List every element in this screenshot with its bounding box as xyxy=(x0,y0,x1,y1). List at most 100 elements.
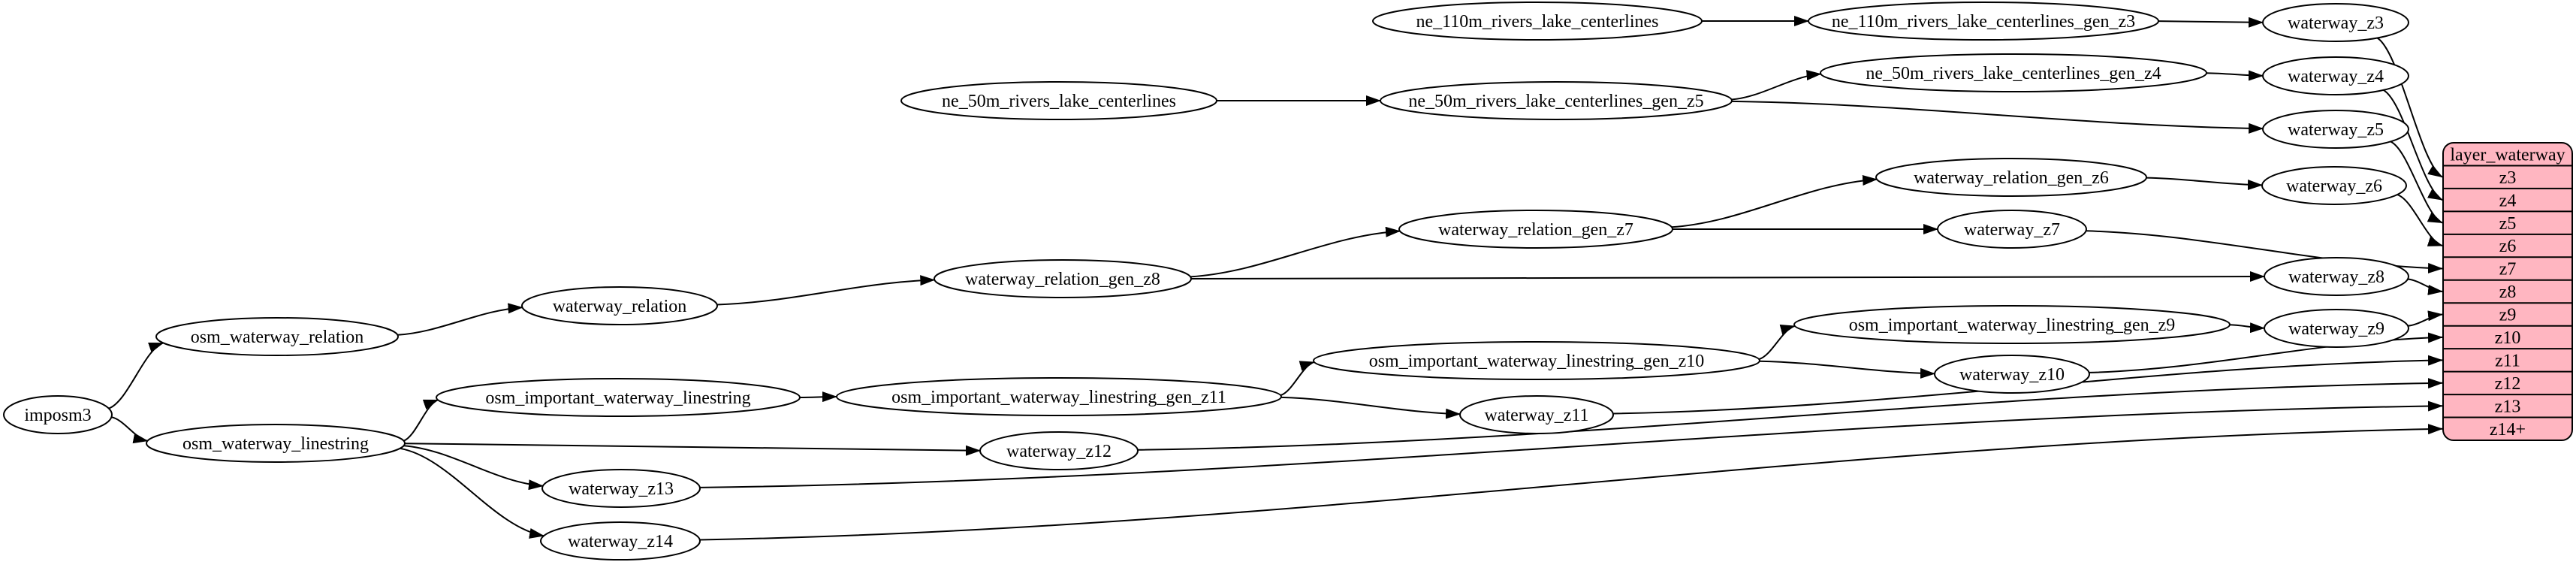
record-row-z4: z4 xyxy=(2499,191,2517,210)
node-label-waterway_z4: waterway_z4 xyxy=(2288,67,2384,86)
node-label-waterway_z7: waterway_z7 xyxy=(1964,220,2060,240)
record-row-z6: z6 xyxy=(2499,237,2517,256)
record-title: layer_waterway xyxy=(2450,145,2565,165)
node-osm_waterway_linestring: osm_waterway_linestring xyxy=(146,424,406,463)
edge-waterway_relation_gen_z8-to-waterway_z8 xyxy=(1190,271,2265,282)
edge-waterway_z12-to-layer_waterway-z12 xyxy=(1137,378,2443,451)
edge-waterway_relation_gen_z6-to-waterway_z6 xyxy=(2146,177,2263,191)
edge-osm_waterway_linestring-to-waterway_z13 xyxy=(403,445,544,491)
node-shape-waterway_z11 xyxy=(1459,395,1614,434)
node-label-waterway_relation: waterway_relation xyxy=(553,297,687,316)
node-label-waterway_z6: waterway_z6 xyxy=(2286,177,2382,196)
node-ne_50m_rivers_lake_centerlines: ne_50m_rivers_lake_centerlines xyxy=(900,81,1217,120)
edge-waterway_z3-to-layer_waterway-z3 xyxy=(2376,37,2443,178)
edge-osm_waterway_linestring-to-waterway_z14 xyxy=(400,447,544,539)
edge-layer xyxy=(108,16,2443,541)
node-osm_important_waterway_linestring_gen_z9: osm_important_waterway_linestring_gen_z9 xyxy=(1793,305,2231,344)
node-waterway_z9: waterway_z9 xyxy=(2264,309,2409,348)
record-row-z8: z8 xyxy=(2499,282,2517,302)
edge-waterway_z14-to-layer_waterway-z14+ xyxy=(699,424,2443,541)
edge-waterway_z13-to-layer_waterway-z13 xyxy=(699,400,2443,488)
node-ne_110m_rivers_lake_centerlines: ne_110m_rivers_lake_centerlines xyxy=(1372,2,1703,41)
node-waterway_relation_gen_z7: waterway_relation_gen_z7 xyxy=(1398,210,1673,249)
edge-waterway_relation_gen_z8-to-waterway_relation_gen_z7 xyxy=(1190,226,1401,278)
node-waterway_z13: waterway_z13 xyxy=(541,469,701,508)
edge-waterway_z9-to-layer_waterway-z9 xyxy=(2408,310,2443,327)
node-label-ne_50m_rivers_lake_centerlines_gen_z4: ne_50m_rivers_lake_centerlines_gen_z4 xyxy=(1866,64,2161,83)
edge-imposm3-to-osm_waterway_relation xyxy=(108,342,164,409)
node-osm_waterway_relation: osm_waterway_relation xyxy=(155,317,399,356)
edge-osm_important_waterway_linestring_gen_z9-to-waterway_z9 xyxy=(2229,322,2265,334)
node-waterway_relation: waterway_relation xyxy=(521,286,718,325)
node-label-waterway_z10: waterway_z10 xyxy=(1959,365,2065,385)
node-waterway_z7: waterway_z7 xyxy=(1937,210,2087,249)
record-row-z12: z12 xyxy=(2495,374,2521,394)
node-waterway_relation_gen_z8: waterway_relation_gen_z8 xyxy=(934,259,1192,298)
node-shape-waterway_z13 xyxy=(541,469,701,508)
node-shape-waterway_relation_gen_z6 xyxy=(1875,158,2147,197)
node-shape-waterway_relation_gen_z7 xyxy=(1398,210,1673,249)
node-waterway_z14: waterway_z14 xyxy=(540,521,701,560)
edge-osm_important_waterway_linestring_gen_z11-to-waterway_z11 xyxy=(1280,396,1461,419)
node-osm_important_waterway_linestring: osm_important_waterway_linestring xyxy=(436,378,801,417)
node-label-waterway_z13: waterway_z13 xyxy=(569,479,674,499)
edge-osm_waterway_linestring-to-waterway_z12 xyxy=(404,443,981,456)
edge-waterway_z4-to-layer_waterway-z4 xyxy=(2382,89,2443,201)
node-shape-osm_important_waterway_linestring xyxy=(436,378,801,417)
node-shape-waterway_relation_gen_z8 xyxy=(934,259,1192,298)
node-shape-waterway_z14 xyxy=(540,521,701,560)
node-waterway_z3: waterway_z3 xyxy=(2262,3,2409,42)
edge-waterway_z8-to-layer_waterway-z8 xyxy=(2407,278,2443,295)
node-label-waterway_relation_gen_z7: waterway_relation_gen_z7 xyxy=(1438,220,1633,240)
node-label-waterway_z3: waterway_z3 xyxy=(2288,14,2384,33)
edge-ne_50m_rivers_lake_centerlines_gen_z5-to-waterway_z5 xyxy=(1731,100,2264,134)
node-waterway_z11: waterway_z11 xyxy=(1459,395,1614,434)
node-shape-waterway_z12 xyxy=(979,431,1139,470)
edge-ne_50m_rivers_lake_centerlines_gen_z4-to-waterway_z4 xyxy=(2206,70,2264,81)
node-label-waterway_relation_gen_z6: waterway_relation_gen_z6 xyxy=(1914,168,2109,188)
node-osm_important_waterway_linestring_gen_z11: osm_important_waterway_linestring_gen_z1… xyxy=(836,377,1282,416)
node-label-waterway_relation_gen_z8: waterway_relation_gen_z8 xyxy=(965,270,1160,289)
node-shape-ne_50m_rivers_lake_centerlines xyxy=(900,81,1217,120)
node-ne_50m_rivers_lake_centerlines_gen_z4: ne_50m_rivers_lake_centerlines_gen_z4 xyxy=(1820,53,2207,92)
node-shape-waterway_z3 xyxy=(2262,3,2409,42)
node-label-ne_50m_rivers_lake_centerlines_gen_z5: ne_50m_rivers_lake_centerlines_gen_z5 xyxy=(1408,92,1703,111)
node-shape-osm_important_waterway_linestring_gen_z9 xyxy=(1793,305,2231,344)
record-row-z13: z13 xyxy=(2495,397,2521,416)
edge-osm_waterway_relation-to-waterway_relation xyxy=(397,303,523,336)
node-shape-ne_50m_rivers_lake_centerlines_gen_z4 xyxy=(1820,53,2207,92)
node-waterway_z5: waterway_z5 xyxy=(2262,110,2409,149)
node-ne_50m_rivers_lake_centerlines_gen_z5: ne_50m_rivers_lake_centerlines_gen_z5 xyxy=(1380,81,1733,120)
record-row-z9: z9 xyxy=(2499,306,2517,325)
node-label-waterway_z5: waterway_z5 xyxy=(2288,120,2384,140)
node-label-waterway_z9: waterway_z9 xyxy=(2288,319,2384,339)
node-shape-osm_important_waterway_linestring_gen_z10 xyxy=(1313,341,1760,380)
node-label-waterway_z12: waterway_z12 xyxy=(1006,442,1112,461)
node-layer: imposm3osm_waterway_relationosm_waterway… xyxy=(3,2,2409,560)
node-shape-waterway_relation xyxy=(521,286,718,325)
node-ne_110m_rivers_lake_centerlines_gen_z3: ne_110m_rivers_lake_centerlines_gen_z3 xyxy=(1808,2,2159,41)
record-row-z7: z7 xyxy=(2499,260,2517,279)
edge-imposm3-to-osm_waterway_linestring xyxy=(111,416,149,444)
node-label-osm_important_waterway_linestring: osm_important_waterway_linestring xyxy=(485,388,750,408)
node-shape-waterway_z4 xyxy=(2262,56,2409,95)
edge-osm_important_waterway_linestring_gen_z10-to-osm_important_waterway_linestring_gen_z9 xyxy=(1758,325,1796,361)
node-shape-osm_waterway_linestring xyxy=(146,424,406,463)
record-layer_waterway: layer_waterwayz3z4z5z6z7z8z9z10z11z12z13… xyxy=(2442,142,2573,441)
node-shape-imposm3 xyxy=(3,395,113,434)
node-waterway_z12: waterway_z12 xyxy=(979,431,1139,470)
node-osm_important_waterway_linestring_gen_z10: osm_important_waterway_linestring_gen_z1… xyxy=(1313,341,1760,380)
record-row-z14+: z14+ xyxy=(2490,420,2526,440)
node-shape-waterway_z6 xyxy=(2261,166,2407,205)
record-shape xyxy=(2442,142,2573,441)
node-label-waterway_z11: waterway_z11 xyxy=(1484,406,1588,425)
node-waterway_z10: waterway_z10 xyxy=(1934,355,2090,394)
node-label-osm_important_waterway_linestring_gen_z11: osm_important_waterway_linestring_gen_z1… xyxy=(891,388,1226,407)
edge-ne_110m_rivers_lake_centerlines_gen_z3-to-waterway_z3 xyxy=(2158,17,2264,28)
node-label-ne_50m_rivers_lake_centerlines: ne_50m_rivers_lake_centerlines xyxy=(942,92,1176,111)
node-shape-waterway_z10 xyxy=(1934,355,2090,394)
node-shape-osm_waterway_relation xyxy=(155,317,399,356)
edge-waterway_z6-to-layer_waterway-z6 xyxy=(2397,194,2443,247)
node-shape-waterway_z5 xyxy=(2262,110,2409,149)
